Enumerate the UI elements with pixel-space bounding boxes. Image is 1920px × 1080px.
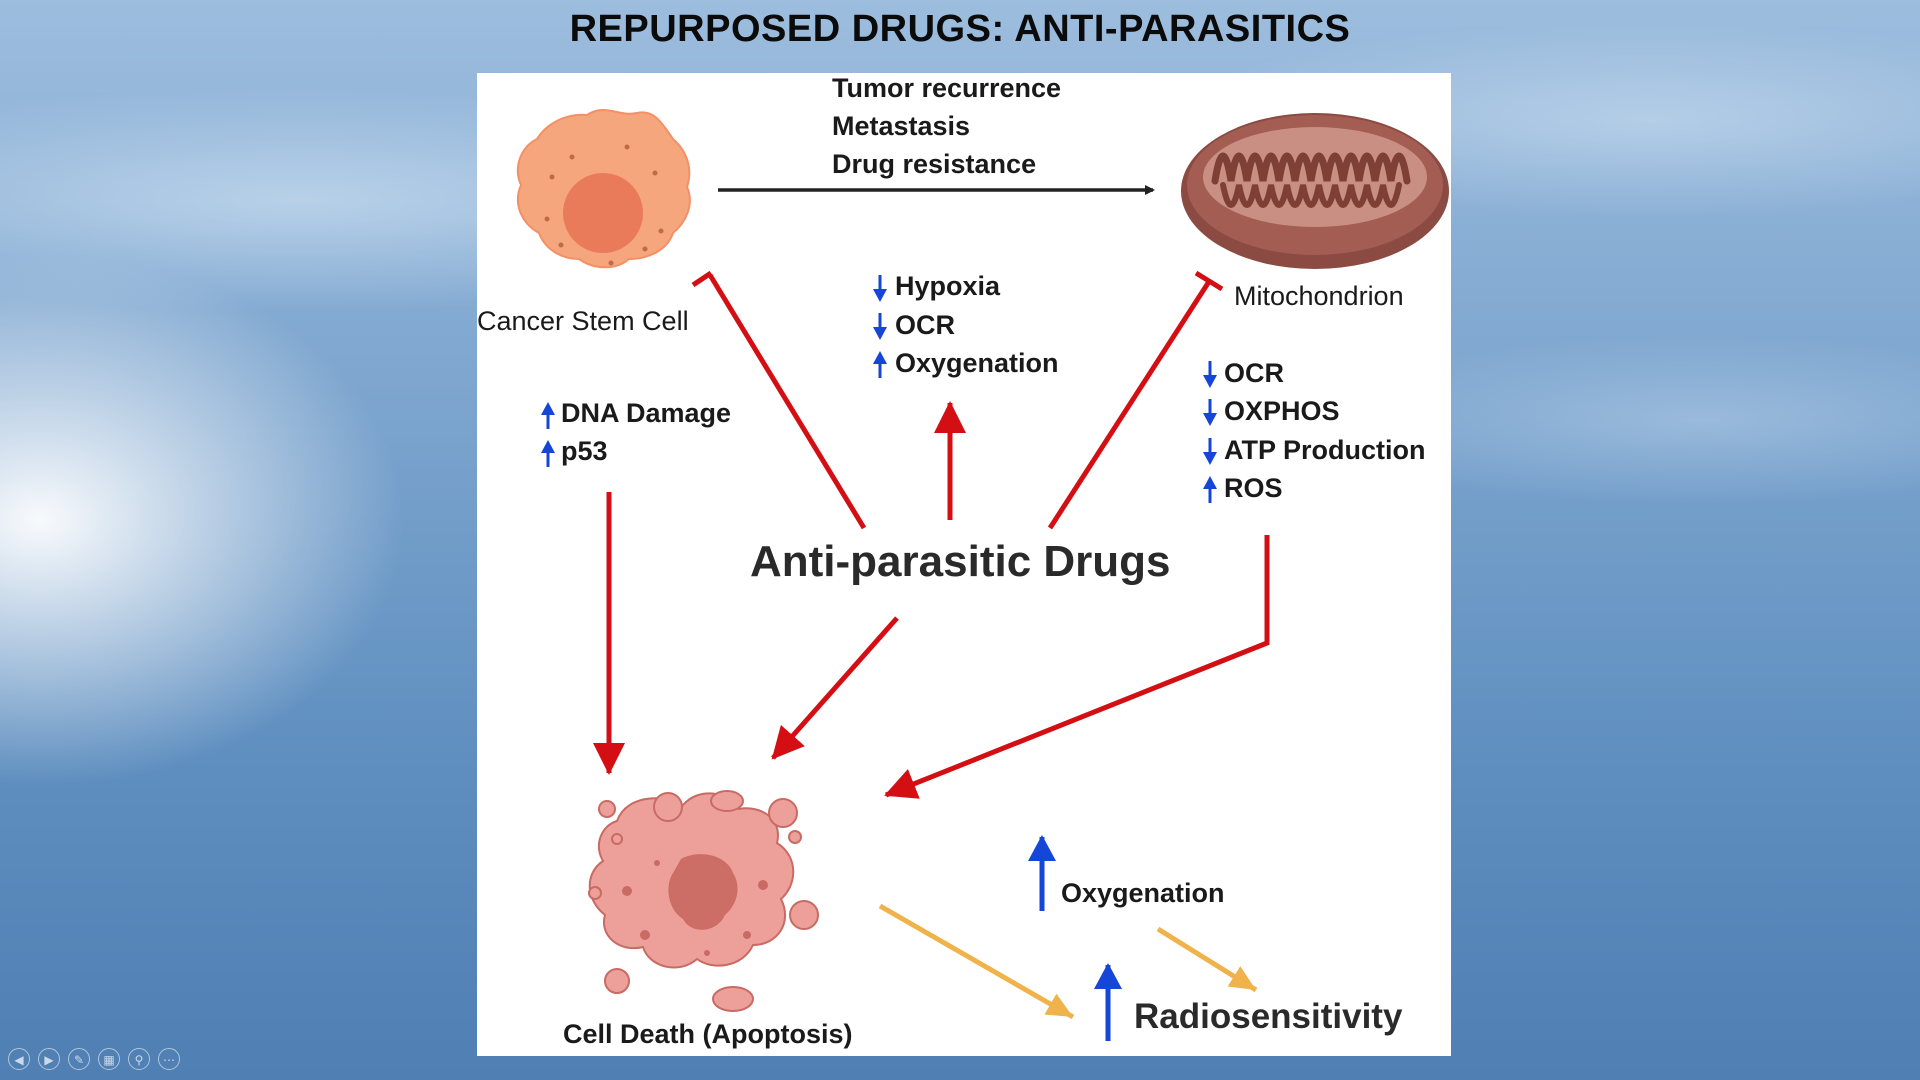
zoom-icon[interactable]: ⚲ <box>128 1048 150 1070</box>
drugs-to-death-arrow <box>771 616 899 760</box>
p53-up-icon <box>541 440 555 467</box>
effect-metastasis: Metastasis <box>832 111 971 141</box>
ocr-right-label: OCR <box>1224 358 1284 388</box>
hypoxia-label: Hypoxia <box>895 271 1001 301</box>
oxygenation-to-radiosensitivity-arrow <box>1156 926 1258 993</box>
next-icon[interactable]: ▶ <box>38 1048 60 1070</box>
atp-down-icon <box>1203 438 1217 465</box>
oxphos-down-icon <box>1203 399 1217 426</box>
ocr-down-icon-right <box>1203 361 1217 388</box>
apoptotic-cell-icon <box>588 790 819 1012</box>
more-icon[interactable]: ⋯ <box>158 1048 180 1070</box>
oxphos-label: OXPHOS <box>1224 396 1340 426</box>
anti-parasitic-drugs-label: Anti-parasitic Drugs <box>750 537 1171 586</box>
ros-up-icon <box>1203 476 1217 503</box>
slide-title: REPURPOSED DRUGS: ANTI-PARASITICS <box>569 8 1351 50</box>
oxygenation-up-icon <box>873 351 887 378</box>
oxygenation-label: Oxygenation <box>1061 878 1225 908</box>
slideshow-controls: ◀ ▶ ✎ ▦ ⚲ ⋯ <box>8 1048 180 1074</box>
cancer-stem-cell-label: Cancer Stem Cell <box>477 306 689 336</box>
dna-damage-label: DNA Damage <box>561 398 732 428</box>
effect-tumor-recurrence: Tumor recurrence <box>832 73 1062 103</box>
radiosensitivity-label: Radiosensitivity <box>1134 997 1403 1036</box>
effect-drug-resistance: Drug resistance <box>832 149 1037 179</box>
p53-label: p53 <box>561 436 608 466</box>
atp-production-label: ATP Production <box>1224 435 1426 465</box>
ocr-label: OCR <box>895 310 955 340</box>
mitochondrion-icon <box>1181 113 1449 269</box>
diagram-panel: Tumor recurrence Metastasis Drug resista… <box>477 73 1451 1056</box>
oxygenation-center-label: Oxygenation <box>895 348 1059 378</box>
diagram-graphics <box>516 109 1449 1041</box>
previous-icon[interactable]: ◀ <box>8 1048 30 1070</box>
mitochondrion-label: Mitochondrion <box>1234 281 1404 311</box>
inhibit-mitochondrion-arrow <box>1047 270 1224 530</box>
mitochondria-to-death-arrow <box>884 535 1270 799</box>
slides-icon[interactable]: ▦ <box>98 1048 120 1070</box>
dna-damage-up-icon <box>541 402 555 429</box>
ocr-down-icon <box>873 313 887 340</box>
ros-label: ROS <box>1224 473 1283 503</box>
inhibit-cancer-stem-cell-arrow <box>691 270 867 530</box>
cancer-stem-cell-icon <box>516 109 691 269</box>
hypoxia-down-icon <box>873 275 887 302</box>
pen-icon[interactable]: ✎ <box>68 1048 90 1070</box>
death-to-radiosensitivity-arrow <box>878 903 1075 1020</box>
cell-death-label: Cell Death (Apoptosis) <box>563 1019 853 1049</box>
